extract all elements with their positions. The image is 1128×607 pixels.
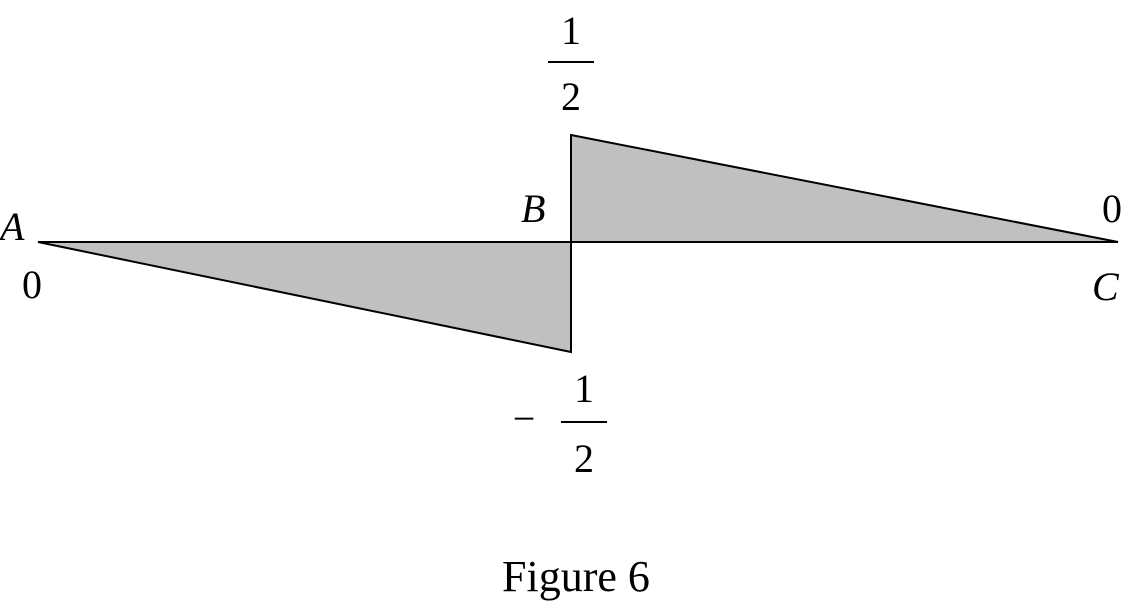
point-label-c: C — [1092, 264, 1120, 309]
bottom-minus-sign: − — [513, 396, 536, 441]
positive-region — [570, 133, 1119, 243]
bottom-denominator: 2 — [574, 436, 594, 481]
point-label-b: B — [521, 186, 545, 231]
point-label-a: A — [0, 204, 25, 249]
bottom-numerator: 1 — [574, 366, 594, 411]
value-at-c: 0 — [1102, 186, 1122, 231]
top-numerator: 1 — [561, 8, 581, 53]
value-at-a: 0 — [22, 262, 42, 307]
negative-region — [37, 241, 572, 354]
figure-caption: Figure 6 — [502, 552, 650, 601]
top-denominator: 2 — [561, 74, 581, 119]
